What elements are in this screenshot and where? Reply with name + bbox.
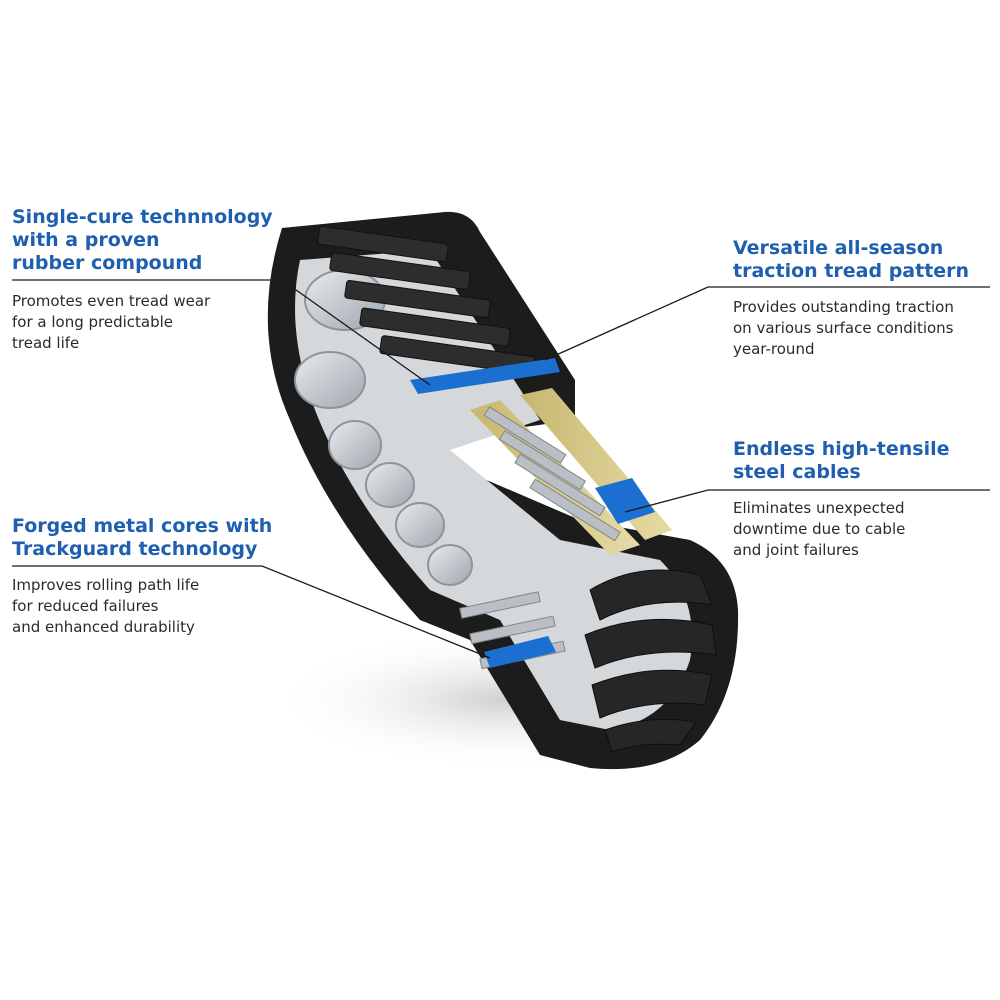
- callout-description: Improves rolling path life for reduced f…: [12, 576, 200, 636]
- callout-description: Eliminates unexpected downtime due to ca…: [733, 499, 906, 559]
- cable-highlight: [595, 478, 655, 524]
- callout-metal-cores: Forged metal cores with Trackguard techn…: [12, 515, 282, 638]
- track-interior: [295, 250, 692, 730]
- callout-title: Versatile all-season traction tread patt…: [733, 237, 970, 282]
- callout-description: Provides outstanding traction on various…: [733, 298, 954, 358]
- tread-blocks-top: [317, 225, 536, 375]
- callout-rubber-compound: Single-cure technnology with a proven ru…: [12, 206, 282, 354]
- leader-line-tread-pattern: [544, 286, 990, 361]
- tread-blocks-front: [584, 569, 717, 753]
- callout-tread-pattern: Versatile all-season traction tread patt…: [733, 237, 993, 360]
- rubber-compound-highlight: [410, 358, 560, 394]
- leader-line-rubber-compound: [12, 279, 431, 386]
- metal-core-highlight: [484, 636, 556, 668]
- callout-title: Endless high-tensile steel cables: [733, 438, 950, 483]
- leader-line-steel-cables: [624, 489, 990, 513]
- callout-title: Single-cure technnology with a proven ru…: [12, 206, 273, 274]
- callout-leader-lines: [12, 279, 990, 659]
- leader-line-metal-cores: [12, 565, 491, 659]
- callout-title: Forged metal cores with Trackguard techn…: [12, 515, 273, 560]
- metal-cores: [459, 406, 621, 670]
- callout-description: Promotes even tread wear for a long pred…: [12, 292, 211, 352]
- callout-steel-cables: Endless high-tensile steel cables Elimin…: [733, 438, 993, 561]
